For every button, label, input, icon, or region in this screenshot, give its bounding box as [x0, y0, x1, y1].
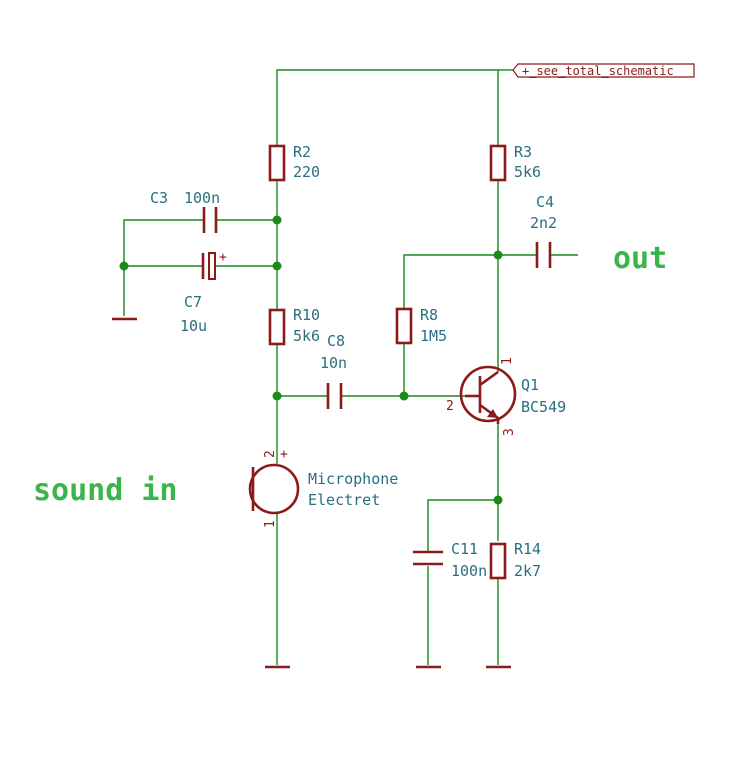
c3-value: 100n — [184, 189, 220, 207]
junction — [272, 215, 282, 225]
transistor-q1: 1 2 3 — [446, 357, 517, 436]
r3-value: 5k6 — [514, 163, 541, 181]
q1-pin-emitter: 3 — [502, 428, 517, 436]
c3-ref: C3 — [150, 189, 168, 207]
r14-ref: R14 — [514, 540, 541, 558]
junction — [272, 261, 282, 271]
junction — [119, 261, 129, 271]
resistor-r8 — [395, 307, 413, 345]
junctions — [119, 215, 503, 505]
c4-value: 2n2 — [530, 214, 557, 232]
junction — [399, 391, 409, 401]
mic-pin-minus: 1 — [263, 520, 278, 528]
mic-ref: Microphone — [308, 470, 398, 488]
c7-ref: C7 — [184, 293, 202, 311]
c8-value: 10n — [320, 354, 347, 372]
out-label: out — [613, 241, 667, 276]
resistor-r2 — [268, 144, 286, 182]
r8-value: 1M5 — [420, 327, 447, 345]
r2-value: 220 — [293, 163, 320, 181]
mic-plus-sign: + — [280, 447, 288, 462]
resistor-r14 — [489, 542, 507, 580]
capacitor-c4 — [535, 242, 552, 268]
q1-pin-base: 2 — [446, 399, 454, 414]
global-label: +_see_total_schematic — [512, 63, 695, 78]
c11-ref: C11 — [451, 540, 478, 558]
r10-ref: R10 — [293, 306, 320, 324]
q1-pin-collector: 1 — [500, 357, 515, 365]
capacitor-c11 — [413, 550, 443, 566]
r3-ref: R3 — [514, 143, 532, 161]
global-label-text: +_see_total_schematic — [522, 64, 674, 78]
q1-ref: Q1 — [521, 376, 539, 394]
capacitor-c8 — [326, 383, 343, 409]
r2-ref: R2 — [293, 143, 311, 161]
r14-value: 2k7 — [514, 562, 541, 580]
junction — [272, 391, 282, 401]
microphone-electret: 2 + 1 — [248, 447, 300, 528]
resistor-r3 — [489, 144, 507, 182]
q1-value: BC549 — [521, 398, 566, 416]
c11-value: 100n — [451, 562, 487, 580]
mic-value: Electret — [308, 491, 380, 509]
component-labels: R2 220 R3 5k6 C3 100n C4 2n2 C7 10u R10 … — [150, 143, 566, 580]
r10-value: 5k6 — [293, 327, 320, 345]
mic-pin-plus: 2 — [263, 450, 278, 458]
c7-value: 10u — [180, 317, 207, 335]
r8-ref: R8 — [420, 306, 438, 324]
ground-symbols — [112, 317, 511, 669]
c8-ref: C8 — [327, 332, 345, 350]
junction — [493, 495, 503, 505]
wires — [123, 69, 578, 665]
sound-in-label: sound in — [33, 473, 178, 508]
junction — [493, 250, 503, 260]
c4-ref: C4 — [536, 193, 554, 211]
resistor-r10 — [268, 308, 286, 346]
capacitor-c7: + — [201, 250, 227, 280]
capacitor-c3 — [202, 207, 218, 233]
c7-plus-sign: + — [219, 250, 227, 265]
